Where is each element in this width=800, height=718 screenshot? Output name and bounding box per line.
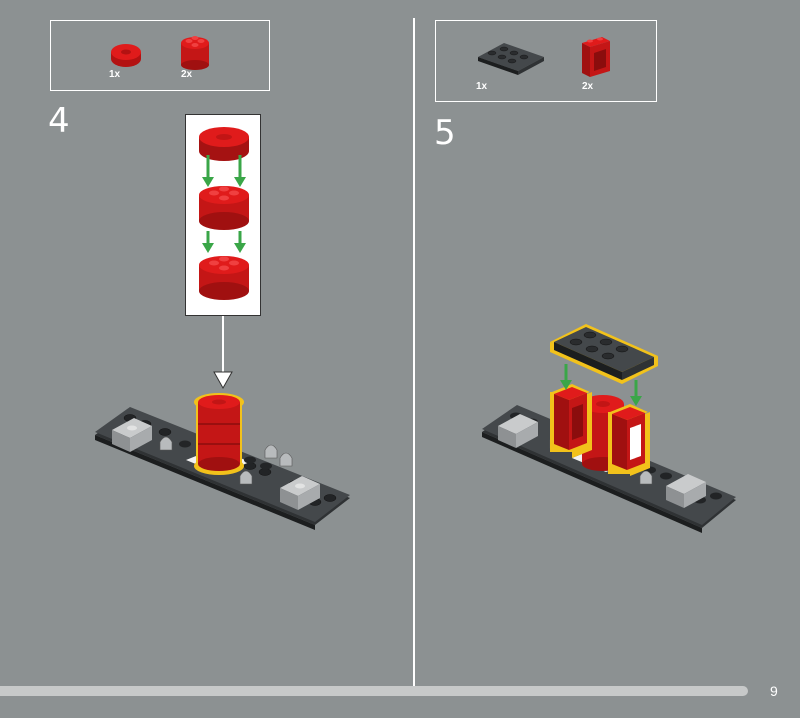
- step-4-part-1-qty: 1x: [109, 69, 121, 80]
- step-4-parts-list: 1x 2x: [50, 20, 270, 91]
- step-5-model-illustration: [482, 324, 736, 533]
- step-number: 4: [48, 101, 70, 141]
- step-5-part-1-qty: 1x: [476, 81, 488, 92]
- sub-assembly-callout: [185, 114, 261, 316]
- step-divider: [413, 18, 415, 686]
- step-4-panel: 1x 2x 4: [0, 0, 413, 690]
- red-window-frame-icon: [582, 37, 610, 77]
- step-5-panel: 1x 2x 5: [416, 0, 800, 690]
- page-number: 9: [770, 683, 778, 699]
- page-progress-bar: [0, 686, 748, 696]
- step-4-part-2-qty: 2x: [181, 69, 193, 80]
- red-round-brick-icon: [181, 36, 209, 70]
- placement-arrow: [213, 316, 233, 390]
- dark-gray-plate-icon: [478, 43, 544, 75]
- step-5-parts-list: 1x 2x: [435, 20, 657, 102]
- red-round-tile-icon: [111, 44, 141, 67]
- step-5-part-2-qty: 2x: [582, 81, 594, 92]
- step-4-model-illustration: [95, 393, 350, 530]
- step-number: 5: [434, 113, 456, 153]
- sub-assembly-illustration: [199, 127, 249, 300]
